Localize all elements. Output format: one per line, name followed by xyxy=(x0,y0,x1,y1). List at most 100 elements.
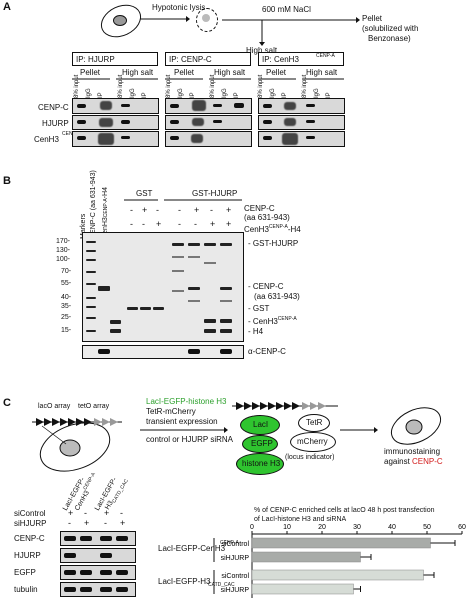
blot-a-3-1 xyxy=(72,131,159,147)
wb-blot-tubulin xyxy=(60,582,136,597)
bar xyxy=(251,583,354,595)
teto-label: tetO array xyxy=(78,403,110,410)
category-label: siHJURP xyxy=(221,555,250,562)
category-label: siHJURP xyxy=(221,587,250,594)
arrow-fractionation xyxy=(222,17,360,46)
cond-cenh3: CenH3CENP-A-H4 xyxy=(244,224,301,234)
x-tick-label: 10 xyxy=(283,524,291,531)
expr-laci-egfp: LacI-EGFP-histone H3 xyxy=(146,397,227,406)
immuno-label-2: against CENP-C xyxy=(384,457,443,466)
bar xyxy=(251,551,361,563)
category-label: siControl xyxy=(221,541,249,548)
label-h4-b: - H4 xyxy=(248,327,264,336)
wb-sihjurp: siHJURP xyxy=(14,519,47,528)
array-schematic xyxy=(32,418,122,472)
expr-tetr: TetR-mCherry xyxy=(146,407,196,416)
chart-title-1: % of CENP-C enriched cells at lacO 48 h … xyxy=(254,507,435,514)
wb-sicontrol: siControl xyxy=(14,509,46,518)
egfp-oval: EGFP xyxy=(242,435,278,453)
mcherry-oval: mCherry xyxy=(290,432,336,452)
label-gsthjurp: - GST-HJURP xyxy=(248,239,299,248)
x-tick-label: 40 xyxy=(388,524,396,531)
frac-pellet-2: Pellet xyxy=(174,68,195,77)
row-cenh3-sup: CENP-A xyxy=(62,132,81,137)
blot-band-b3 xyxy=(220,349,232,354)
label-cenpc-aa-b: (aa 631-943) xyxy=(254,292,300,301)
pellet-label: Pellet xyxy=(362,14,383,23)
highsalt-label: High salt xyxy=(246,46,278,55)
nacl-label: 600 mM NaCl xyxy=(262,5,311,14)
blot-a-1-1 xyxy=(72,98,159,114)
frac-pellet-3: Pellet xyxy=(266,68,287,77)
bar-chart: 0 10 20 30 40 50 60 siControl siHJURP siControl si… xyxy=(213,524,466,598)
arrow-lysis xyxy=(140,16,190,22)
blot-a-2-2 xyxy=(165,115,252,130)
wb-row-cenpc: CENP-C xyxy=(14,534,45,543)
wb-blot-cenpc xyxy=(60,531,136,546)
expr-sirna: control or HJURP siRNA xyxy=(146,435,233,444)
group-underlines-b xyxy=(124,199,242,201)
panel-label-a: A xyxy=(3,1,11,13)
nucleus xyxy=(113,15,127,26)
x-tick-label: 20 xyxy=(318,524,326,531)
nucleus-open xyxy=(196,8,218,32)
label-cenpc-b: - CENP-C xyxy=(248,282,284,291)
cond-cenpc-aa: (aa 631-943) xyxy=(244,213,290,222)
chromatin-dot xyxy=(202,14,210,22)
wb-blot-hjurp xyxy=(60,548,136,563)
wb-row-tubulin: tubulin xyxy=(14,585,38,594)
gsthjurp-header: GST-HJURP xyxy=(192,189,238,198)
wb-blot-egfp xyxy=(60,565,136,580)
cell-immuno xyxy=(390,407,442,445)
frac-pellet-1: Pellet xyxy=(80,68,101,77)
array-line-c xyxy=(232,402,338,410)
arrow-treatment xyxy=(140,427,228,433)
expr-transient: transient expression xyxy=(146,417,218,426)
group-label-1a: LacI-EGFP-CenH3 xyxy=(158,544,226,553)
frac-hs-2: High salt xyxy=(214,68,246,77)
group-label-1-sup: CENP-A xyxy=(220,540,239,546)
hypotonic-label: Hypotonic lysis xyxy=(152,3,206,12)
wb-row-hjurp: HJURP xyxy=(14,551,41,560)
panel-label-c: C xyxy=(3,397,11,409)
locus-indicator-label: (locus indicator) xyxy=(285,454,335,461)
row-cenh3-a: CenH3 xyxy=(34,135,59,144)
group-label-2: LacI-EGFP-H3 xyxy=(158,577,211,586)
blot-a-1-3 xyxy=(258,98,345,114)
label-anti-cenpc: α-CENP-C xyxy=(248,347,286,356)
tetr-oval: TetR xyxy=(298,414,330,432)
x-tick-label: 30 xyxy=(353,524,361,531)
x-tick-label: 50 xyxy=(423,524,431,531)
pellet-label-3: Benzonase) xyxy=(368,34,411,43)
category-label: siControl xyxy=(221,573,249,580)
chart-title-2: of LacI-histone H3 and siRNA xyxy=(254,516,347,523)
label-cenh3-b: - CenH3CENP-A xyxy=(248,316,297,326)
blot-a-3-2 xyxy=(165,131,252,147)
frac-hs-1: High salt xyxy=(122,68,154,77)
blot-a-2-3 xyxy=(258,115,345,130)
x-tick-label: 60 xyxy=(458,524,466,531)
x-tick-label: 0 xyxy=(250,524,254,531)
gst-header: GST xyxy=(136,189,153,198)
frac-hs-3: High salt xyxy=(306,68,338,77)
laco-label: lacO array xyxy=(38,403,71,410)
row-cenpc-a: CENP-C xyxy=(38,103,69,112)
row-hjurp-a: HJURP xyxy=(42,119,69,128)
bar xyxy=(251,537,431,549)
cond-cenpc: CENP-C xyxy=(244,204,275,213)
blot-anti-cenpc xyxy=(82,345,244,359)
histone-oval: histone H3 xyxy=(236,453,284,475)
laci-oval: LacI xyxy=(240,415,280,435)
blot-a-2-1 xyxy=(72,115,159,130)
arrow-immuno xyxy=(340,427,378,433)
panel-label-b: B xyxy=(3,175,11,187)
blot-a-3-3 xyxy=(258,131,345,147)
label-gst-b: - GST xyxy=(248,304,270,313)
pellet-label-2: (solubilized with xyxy=(362,24,419,33)
wb-row-egfp: EGFP xyxy=(14,568,36,577)
ip-box-cenpc: IP: CENP-C xyxy=(165,52,251,66)
fraction-underlines xyxy=(72,78,344,80)
blot-band-b2 xyxy=(188,349,200,354)
blot-a-1-2 xyxy=(165,98,252,114)
